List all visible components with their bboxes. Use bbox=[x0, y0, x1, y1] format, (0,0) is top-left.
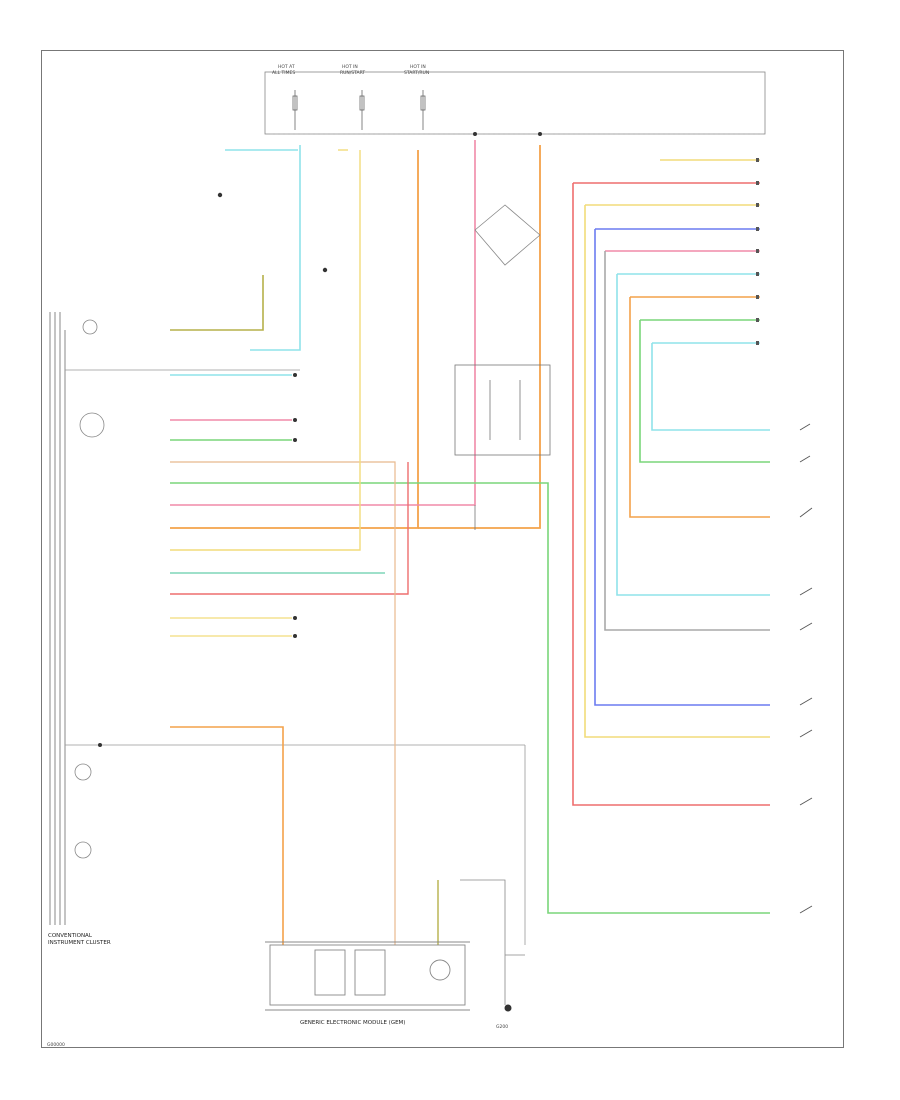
gem-right-connector bbox=[460, 879, 525, 1005]
svg-text:HOT IN: HOT IN bbox=[342, 64, 358, 70]
diagram-frame bbox=[41, 50, 844, 1048]
wire-bundle-right bbox=[572, 159, 770, 806]
ground-symbol bbox=[504, 1004, 512, 1012]
wire-olive bbox=[170, 275, 264, 331]
svg-text:HOT AT: HOT AT bbox=[278, 64, 295, 70]
cluster-subtitle: CONVENTIONAL bbox=[48, 933, 93, 939]
junction-dots bbox=[98, 132, 542, 747]
cluster-name: INSTRUMENT CLUSTER bbox=[48, 940, 111, 946]
fuse-panel-top-labels: HOT AT ALL TIMES HOT IN RUN/START HOT IN… bbox=[272, 64, 429, 76]
cluster-inner-bus bbox=[65, 369, 526, 945]
wire-cyan-vertical bbox=[225, 145, 301, 351]
fuse-1 bbox=[292, 90, 298, 130]
svg-text:ALL TIMES: ALL TIMES bbox=[272, 70, 295, 76]
page-ref: G00000 bbox=[47, 1042, 65, 1048]
fuse-panel bbox=[264, 71, 766, 135]
gem-name: GENERIC ELECTRONIC MODULE (GEM) bbox=[300, 1020, 405, 1026]
connector-marks-right bbox=[756, 158, 759, 345]
instrument-cluster-box bbox=[49, 312, 66, 925]
wire-green-cross bbox=[170, 482, 770, 914]
gem-module bbox=[265, 941, 470, 1011]
svg-text:START/RUN: START/RUN bbox=[404, 70, 429, 76]
wire-tan-cluster bbox=[170, 461, 396, 945]
right-switch-symbols bbox=[799, 423, 813, 914]
wire-red-cluster bbox=[170, 462, 409, 595]
wire-pink-main bbox=[170, 140, 476, 506]
fuse-3 bbox=[420, 90, 426, 130]
svg-text:HOT IN: HOT IN bbox=[410, 64, 426, 70]
svg-text:RUN/START: RUN/START bbox=[340, 70, 365, 76]
wire-yellow-lower bbox=[170, 617, 292, 637]
fuse-2 bbox=[359, 90, 365, 130]
wire-orange-gem bbox=[170, 726, 284, 945]
ground-label: G200 bbox=[496, 1024, 508, 1030]
wire-yellow-cluster bbox=[170, 150, 361, 551]
cluster-gauge-icons bbox=[74, 319, 105, 859]
relay-diamond bbox=[474, 204, 541, 266]
relay-switch bbox=[454, 364, 551, 530]
wire-orange-main bbox=[170, 145, 541, 529]
